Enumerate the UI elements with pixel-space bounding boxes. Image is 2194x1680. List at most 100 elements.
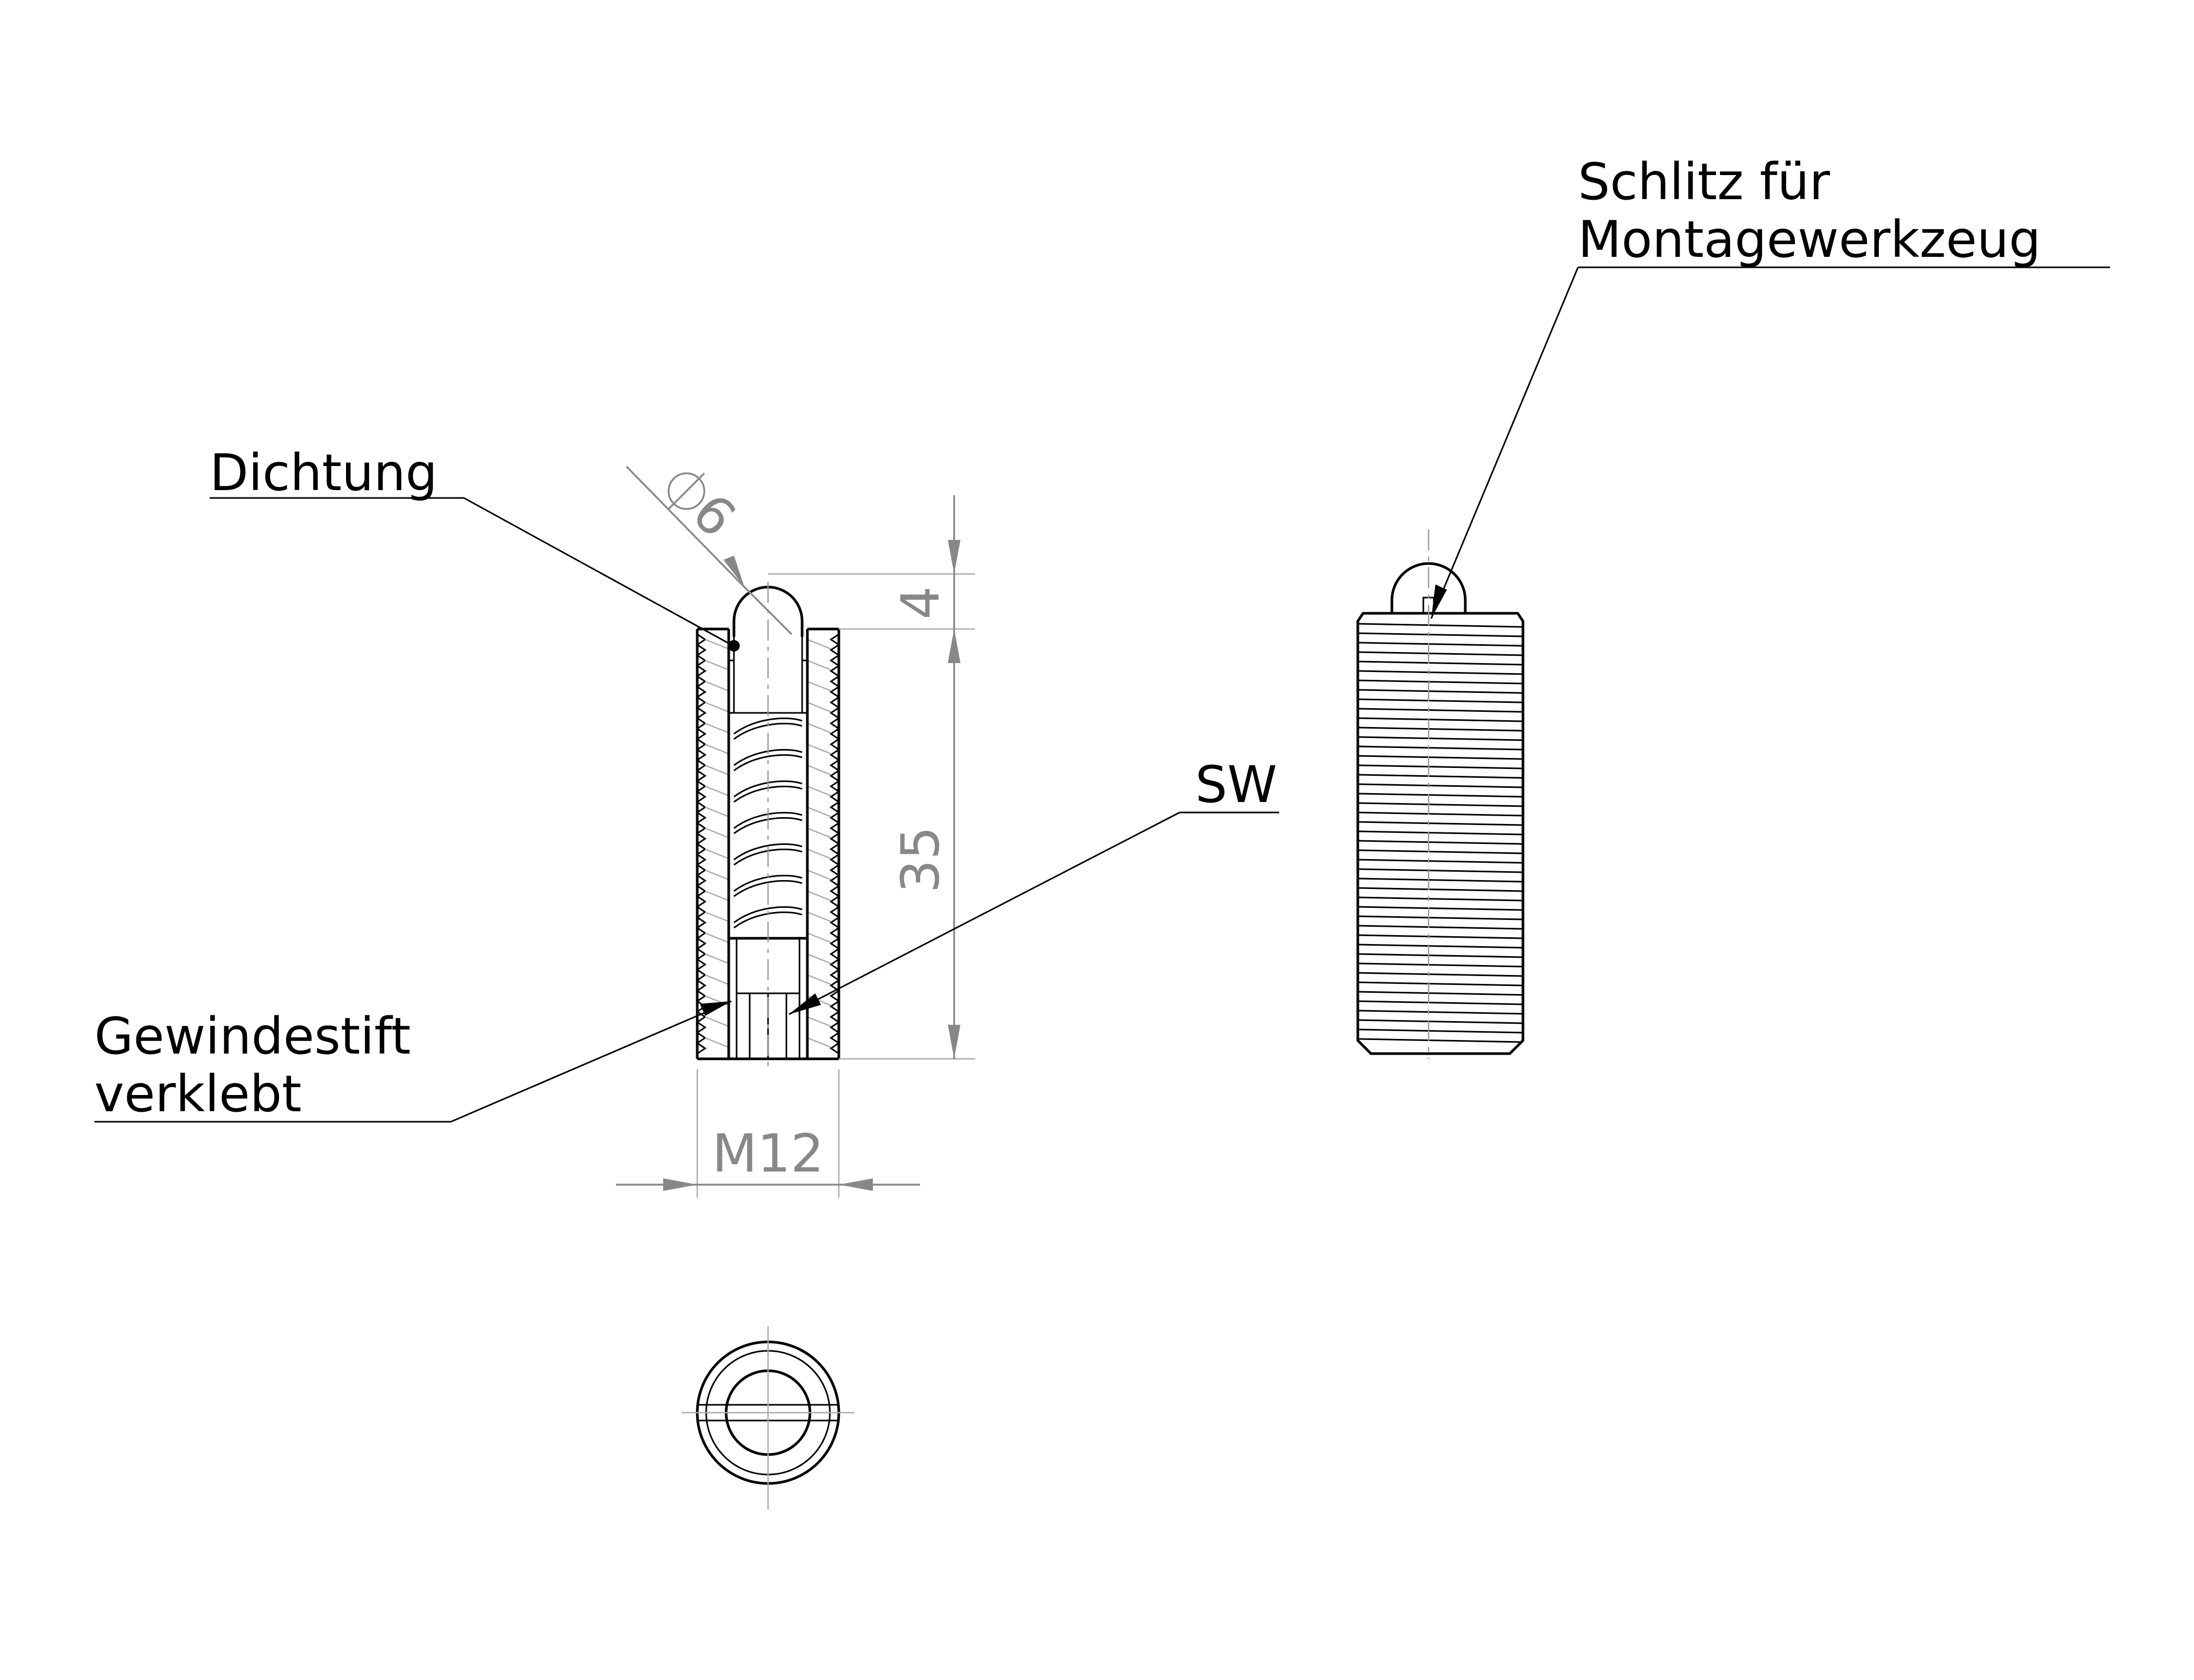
side-thread-line xyxy=(1358,915,1522,920)
leader-gewindestift xyxy=(450,1000,732,1123)
diameter-leader-inner xyxy=(743,586,793,635)
hatch-line-right xyxy=(807,638,831,650)
spring-coil-back xyxy=(733,880,803,897)
label-schlitz-line2: Montagewerkzeug xyxy=(1578,210,2041,269)
diameter-leader-line xyxy=(625,465,745,588)
spring-coil-back xyxy=(733,754,803,772)
hatch-line-right xyxy=(807,974,831,985)
label-gewindestift-line1: Gewindestift xyxy=(94,1007,411,1066)
label-schlitz-line1: Schlitz für xyxy=(1578,153,1830,211)
side-view xyxy=(1356,529,1525,1059)
arrow-sw xyxy=(789,993,821,1014)
side-view-body xyxy=(1356,612,1525,1055)
side-thread-line xyxy=(1358,934,1522,939)
leader-sw xyxy=(788,811,1180,1015)
side-thread-line xyxy=(1358,717,1522,722)
side-thread-line xyxy=(1358,755,1522,760)
hatch-line-right xyxy=(807,1016,831,1027)
side-thread-line xyxy=(1358,679,1522,685)
side-thread-line xyxy=(1358,1038,1522,1043)
side-thread-line xyxy=(1358,849,1522,854)
thread-teeth-right xyxy=(807,633,840,1055)
hatch-line-right xyxy=(807,743,831,755)
spring-coil-front xyxy=(733,811,803,829)
thread-profile-left xyxy=(696,633,707,1055)
spring-coil-front xyxy=(733,717,803,735)
hatch-line-left xyxy=(705,827,729,839)
spring-coil-front xyxy=(733,906,803,924)
spring-coil-back xyxy=(733,817,803,834)
hatch-line-left xyxy=(705,1037,729,1048)
side-thread-line xyxy=(1358,896,1522,902)
side-thread-line xyxy=(1358,698,1522,703)
side-thread-line xyxy=(1358,708,1522,713)
spring-coil-back xyxy=(733,848,803,866)
hatch-line-right xyxy=(807,911,831,923)
side-thread-line xyxy=(1358,736,1522,741)
side-thread-line xyxy=(1358,764,1522,769)
hatch-line-right xyxy=(807,659,831,671)
hatch-line-right xyxy=(807,869,831,881)
side-thread-line xyxy=(1358,793,1522,798)
leader-dichtung xyxy=(463,497,732,646)
hatch-line-right xyxy=(807,806,831,818)
leader-schlitz xyxy=(1430,267,1579,619)
label-gewindestift-line2: verklebt xyxy=(94,1065,301,1123)
hatch-line-left xyxy=(705,743,729,755)
dim-arrow-4-top xyxy=(948,540,960,574)
hatch-line-left xyxy=(705,680,729,692)
hatch-line-left xyxy=(705,722,729,734)
hatch-line-left xyxy=(705,848,729,860)
side-thread-line xyxy=(1358,1028,1522,1034)
side-thread-line xyxy=(1358,821,1522,826)
side-thread-line xyxy=(1358,840,1522,845)
side-thread-line xyxy=(1358,991,1522,996)
spring-coil-front xyxy=(733,874,803,892)
side-thread-line xyxy=(1358,906,1522,911)
side-thread-line xyxy=(1358,727,1522,732)
end-view xyxy=(682,1326,855,1510)
hatch-line-right xyxy=(807,680,831,692)
dim-arrow-m12-left xyxy=(663,1178,697,1191)
hatch-line-left xyxy=(705,785,729,797)
hatch-line-right xyxy=(807,890,831,902)
diameter-arrow xyxy=(723,556,744,587)
side-thread-line xyxy=(1358,944,1522,949)
dimension-35: 35 xyxy=(890,826,951,893)
dim-arrow-m12-right xyxy=(839,1178,873,1191)
label-dichtung: Dichtung xyxy=(210,443,437,502)
side-thread-line xyxy=(1358,774,1522,779)
compression-spring xyxy=(733,717,803,929)
dimension-diameter-6: 6 xyxy=(680,482,748,549)
hatch-line-left xyxy=(705,974,729,985)
dimension-4: 4 xyxy=(890,586,951,620)
side-thread-line xyxy=(1358,745,1522,751)
hatch-line-left xyxy=(705,932,729,944)
side-thread-line xyxy=(1358,802,1522,807)
side-thread-line xyxy=(1358,623,1522,628)
hatch-line-left xyxy=(705,638,729,650)
spring-coil-front xyxy=(733,843,803,861)
label-sw: SW xyxy=(1195,755,1277,814)
side-thread-line xyxy=(1358,811,1522,817)
side-thread-line xyxy=(1358,783,1522,788)
side-thread-line xyxy=(1358,1000,1522,1005)
side-thread-line xyxy=(1358,887,1522,892)
side-thread-line xyxy=(1358,981,1522,987)
side-thread-line xyxy=(1358,632,1522,637)
side-thread-line xyxy=(1358,651,1522,656)
side-thread-line xyxy=(1358,689,1522,694)
spring-coil-front xyxy=(733,749,803,766)
hatch-line-left xyxy=(705,890,729,902)
thread-teeth-left xyxy=(696,633,729,1055)
annotations: Dichtung Schlitz für Montagewerkzeug SW … xyxy=(94,153,2110,1123)
side-view-threads xyxy=(1358,623,1522,1043)
side-thread-line xyxy=(1358,859,1522,864)
dim-arrow-35-bottom xyxy=(948,1025,960,1059)
side-thread-line xyxy=(1358,953,1522,958)
side-thread-line xyxy=(1358,972,1522,977)
hatch-line-right xyxy=(807,1037,831,1048)
arrow-schlitz xyxy=(1431,584,1447,619)
hatch-line-left xyxy=(705,911,729,923)
hatch-line-right xyxy=(807,701,831,713)
